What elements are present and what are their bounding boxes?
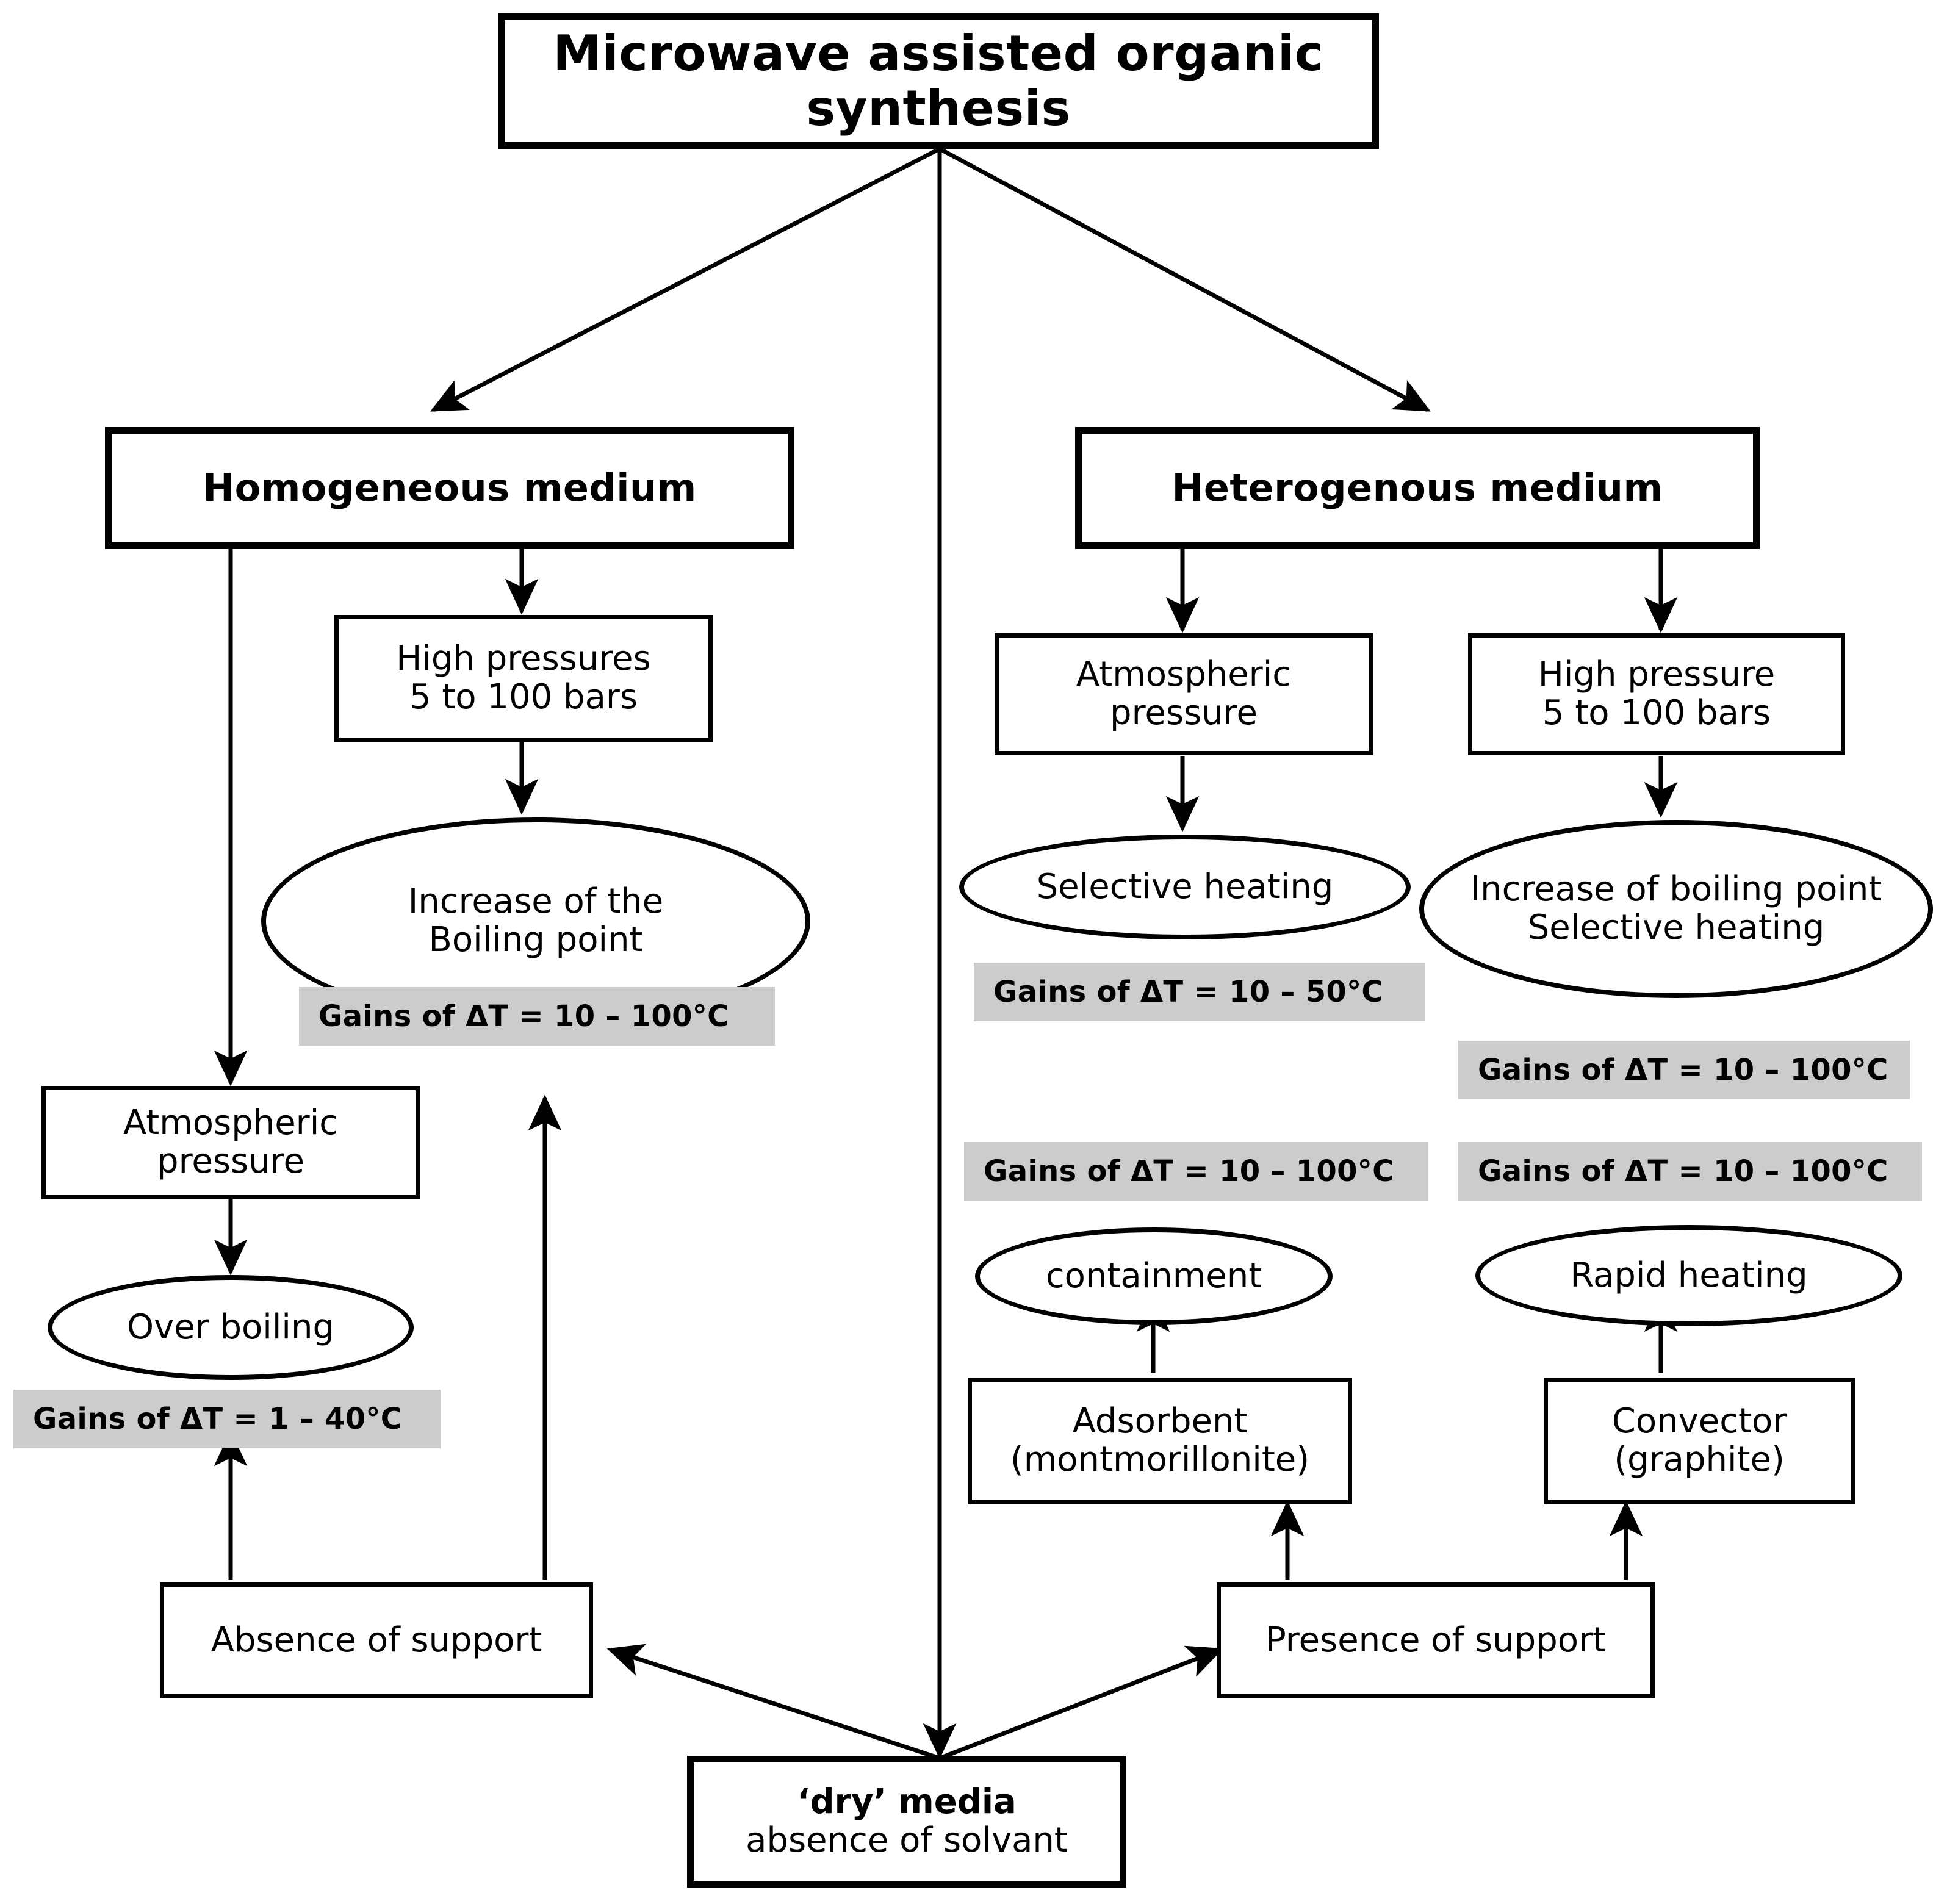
adsorbent-line1: Adsorbent <box>1072 1401 1248 1442</box>
node-dry-media: ‘dry’ media absence of solvant <box>687 1756 1126 1888</box>
node-absence-of-support: Absence of support <box>160 1582 593 1698</box>
gains-right-boiling: Gains of ΔT = 10 – 100°C <box>1458 1041 1910 1099</box>
node-increase-boiling-right: Increase of boiling point Selective heat… <box>1419 820 1933 998</box>
high-pressures-left-line1: High pressures <box>396 639 651 679</box>
node-root-title: Microwave assisted organic synthesis <box>498 13 1379 149</box>
atmospheric-mid-line1: Atmospheric <box>1076 655 1292 695</box>
node-atmospheric-pressure-left: Atmospheric pressure <box>41 1086 420 1199</box>
node-adsorbent: Adsorbent (montmorillonite) <box>968 1378 1352 1504</box>
node-high-pressures-left: High pressures 5 to 100 bars <box>334 615 713 742</box>
atmospheric-left-line2: pressure <box>157 1141 304 1181</box>
increase-boiling-right-line2: Selective heating <box>1527 908 1825 947</box>
containment-label: containment <box>1045 1256 1262 1296</box>
node-containment: containment <box>975 1227 1333 1325</box>
increase-boiling-left-line1: Increase of the <box>408 882 664 922</box>
convector-line1: Convector <box>1611 1401 1787 1442</box>
node-selective-heating: Selective heating <box>959 835 1411 939</box>
adsorbent-line2: (montmorillonite) <box>1010 1440 1310 1479</box>
gains-left-atmospheric-label: Gains of ΔT = 1 – 40°C <box>33 1402 403 1436</box>
presence-of-support-label: Presence of support <box>1265 1620 1606 1660</box>
gains-mid-selective: Gains of ΔT = 10 – 50°C <box>974 963 1425 1021</box>
over-boiling-label: Over boiling <box>126 1307 335 1347</box>
dry-media-line1: ‘dry’ media <box>797 1782 1017 1822</box>
node-rapid-heating: Rapid heating <box>1475 1225 1902 1326</box>
node-presence-of-support: Presence of support <box>1217 1582 1655 1698</box>
node-heterogenous-medium: Heterogenous medium <box>1075 427 1760 549</box>
gains-right-rapid-label: Gains of ΔT = 10 – 100°C <box>1478 1154 1888 1188</box>
gains-mid-selective-label: Gains of ΔT = 10 – 50°C <box>993 975 1383 1009</box>
increase-boiling-right-line1: Increase of boiling point <box>1470 869 1882 910</box>
node-atmospheric-pressure-mid: Atmospheric pressure <box>995 633 1373 755</box>
increase-boiling-left-line2: Boiling point <box>428 920 643 960</box>
convector-line2: (graphite) <box>1614 1440 1785 1479</box>
selective-heating-label: Selective heating <box>1036 866 1334 907</box>
absence-of-support-label: Absence of support <box>211 1620 542 1660</box>
gains-right-boiling-label: Gains of ΔT = 10 – 100°C <box>1478 1053 1888 1087</box>
node-convector: Convector (graphite) <box>1544 1378 1855 1504</box>
atmospheric-left-line1: Atmospheric <box>123 1103 339 1143</box>
rapid-heating-label: Rapid heating <box>1570 1255 1808 1295</box>
gains-mid-containment: Gains of ΔT = 10 – 100°C <box>964 1142 1428 1201</box>
node-over-boiling: Over boiling <box>48 1275 414 1380</box>
gains-left-high-pressure: Gains of ΔT = 10 – 100°C <box>299 987 775 1046</box>
gains-right-rapid: Gains of ΔT = 10 – 100°C <box>1458 1142 1922 1201</box>
node-high-pressure-right: High pressure 5 to 100 bars <box>1468 633 1845 755</box>
high-pressure-right-line2: 5 to 100 bars <box>1542 693 1771 733</box>
atmospheric-mid-line2: pressure <box>1110 693 1258 733</box>
gains-left-atmospheric: Gains of ΔT = 1 – 40°C <box>13 1390 441 1448</box>
gains-left-high-pressure-label: Gains of ΔT = 10 – 100°C <box>319 999 729 1033</box>
gains-mid-containment-label: Gains of ΔT = 10 – 100°C <box>984 1154 1394 1188</box>
root-title-label: Microwave assisted organic synthesis <box>553 25 1324 137</box>
high-pressures-left-line2: 5 to 100 bars <box>409 677 638 717</box>
heterogenous-medium-label: Heterogenous medium <box>1171 465 1663 511</box>
dry-media-line2: absence of solvant <box>746 1820 1068 1860</box>
homogeneous-medium-label: Homogeneous medium <box>203 465 697 511</box>
high-pressure-right-line1: High pressure <box>1538 655 1776 695</box>
node-homogeneous-medium: Homogeneous medium <box>105 427 794 549</box>
